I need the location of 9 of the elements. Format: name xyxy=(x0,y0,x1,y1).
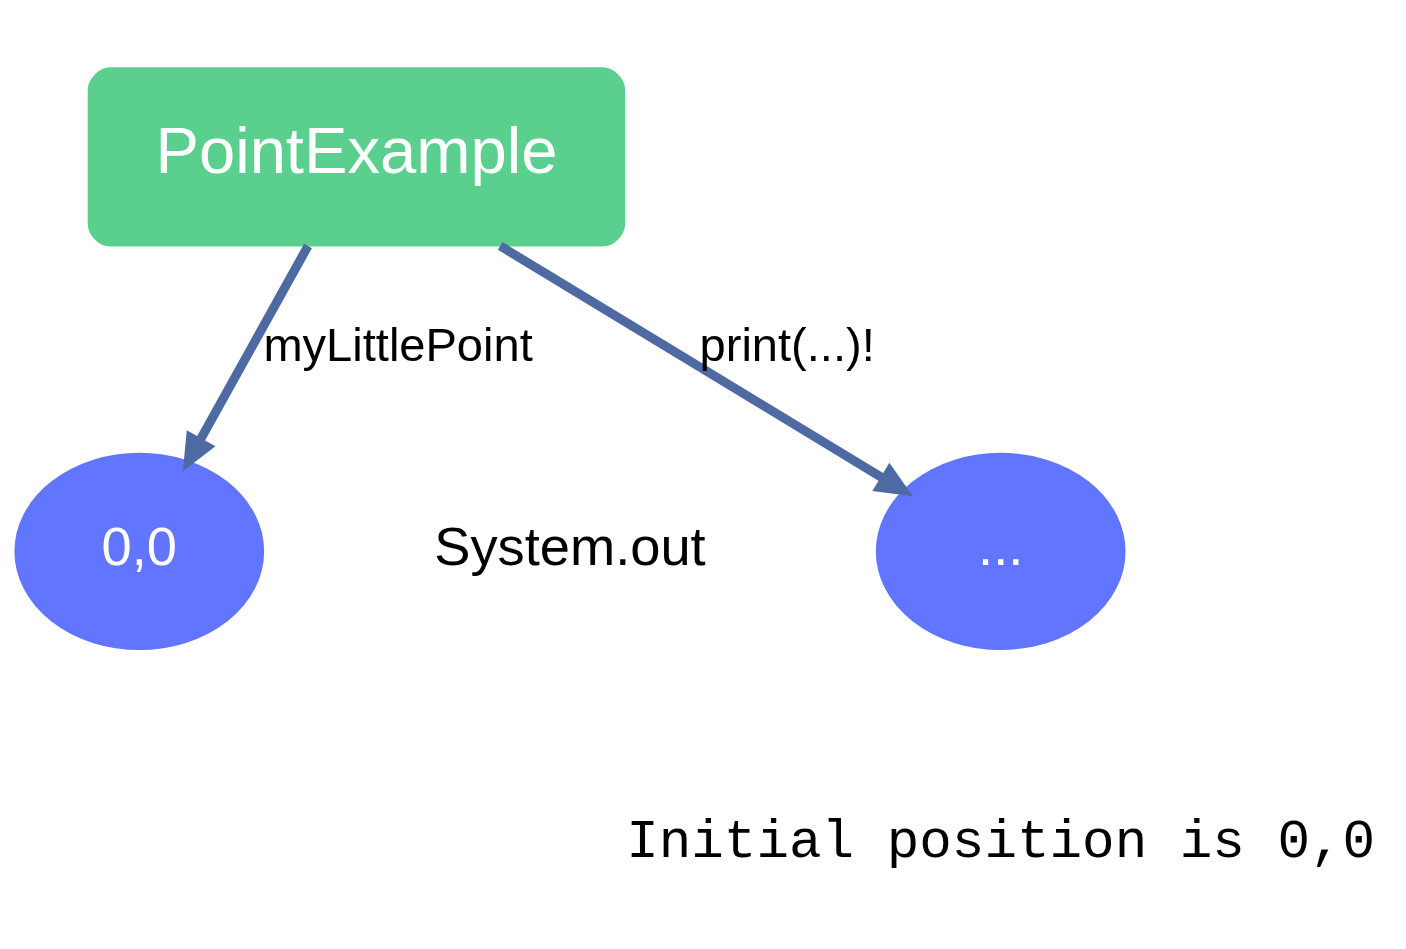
arrow xyxy=(182,243,312,472)
node-box: PointExample xyxy=(87,67,626,247)
node-ellipse: ... xyxy=(875,452,1126,651)
node-ellipse: 0,0 xyxy=(14,452,265,651)
node-label: System.out xyxy=(434,515,706,577)
arrow xyxy=(497,242,913,497)
edge-label: myLittlePoint xyxy=(263,318,533,372)
edge-label: print(...)! xyxy=(699,318,875,372)
label: Initial position is 0,0 xyxy=(626,812,1376,874)
